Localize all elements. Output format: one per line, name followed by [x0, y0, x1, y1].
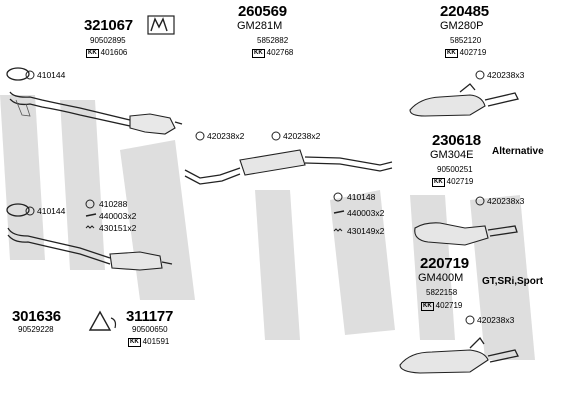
fitting-label[interactable]: 420238x3 [487, 196, 525, 206]
spring-icon [85, 225, 343, 232]
fitting-label[interactable]: 420238x3 [477, 315, 515, 325]
oe-number: 90502895 [90, 36, 126, 45]
part-number[interactable]: 220485 [440, 3, 489, 20]
oe-number: 90529228 [18, 325, 54, 334]
fitting-label[interactable]: 440003x2 [347, 208, 385, 218]
fitting-label[interactable]: 430149x2 [347, 226, 385, 236]
rear-silencer-upper[interactable] [409, 83, 519, 117]
part-number[interactable]: 260569 [238, 3, 287, 20]
oe-number: 90500251 [437, 165, 473, 174]
model-code: GM400M [418, 272, 464, 284]
fitting-label[interactable]: 420238x2 [207, 131, 245, 141]
rear-silencer-middle[interactable] [414, 222, 518, 246]
fitting-label[interactable]: 410288 [99, 199, 128, 209]
part-number[interactable]: 230618 [432, 132, 481, 149]
rear-silencer-lower[interactable] [399, 336, 519, 374]
model-code: GM304E [430, 149, 474, 161]
model-code: GM281M [237, 20, 283, 32]
fitting-label[interactable]: 420238x3 [487, 70, 525, 80]
fitting-label[interactable]: 410144 [37, 206, 66, 216]
fitting-label[interactable]: 430151x2 [99, 223, 137, 233]
front-pipe-catalyst-upper[interactable] [6, 67, 183, 135]
clamp-icon [195, 70, 485, 141]
fitting-label[interactable]: 410144 [37, 70, 66, 80]
fitting-label[interactable]: 420238x2 [283, 131, 321, 141]
gasket-icon [25, 70, 35, 80]
part-number[interactable]: 301636 [12, 308, 61, 325]
bolt-icon [85, 210, 345, 217]
fitting-label[interactable]: 440003x2 [99, 211, 137, 221]
alternative-note: Alternative [492, 146, 544, 157]
fitting-kit-icon [147, 15, 175, 35]
oe-number: 5852882 [257, 36, 289, 45]
oe-number: 5822158 [426, 288, 458, 297]
model-code: GM280P [440, 20, 484, 32]
warning-icon [88, 310, 117, 331]
oe-number: 90500650 [132, 325, 168, 334]
part-number[interactable]: 321067 [84, 17, 133, 34]
oe-number: 5852120 [450, 36, 482, 45]
part-number[interactable]: 311177 [126, 308, 174, 325]
gasket-icon [25, 192, 343, 216]
part-number[interactable]: 220719 [420, 255, 469, 272]
front-pipe-catalyst-lower[interactable] [6, 203, 173, 271]
fitting-label[interactable]: 410148 [347, 192, 376, 202]
middle-silencer[interactable] [184, 149, 393, 185]
clamp-icon [465, 196, 485, 325]
variant-note: GT,SRi,Sport [482, 276, 544, 287]
